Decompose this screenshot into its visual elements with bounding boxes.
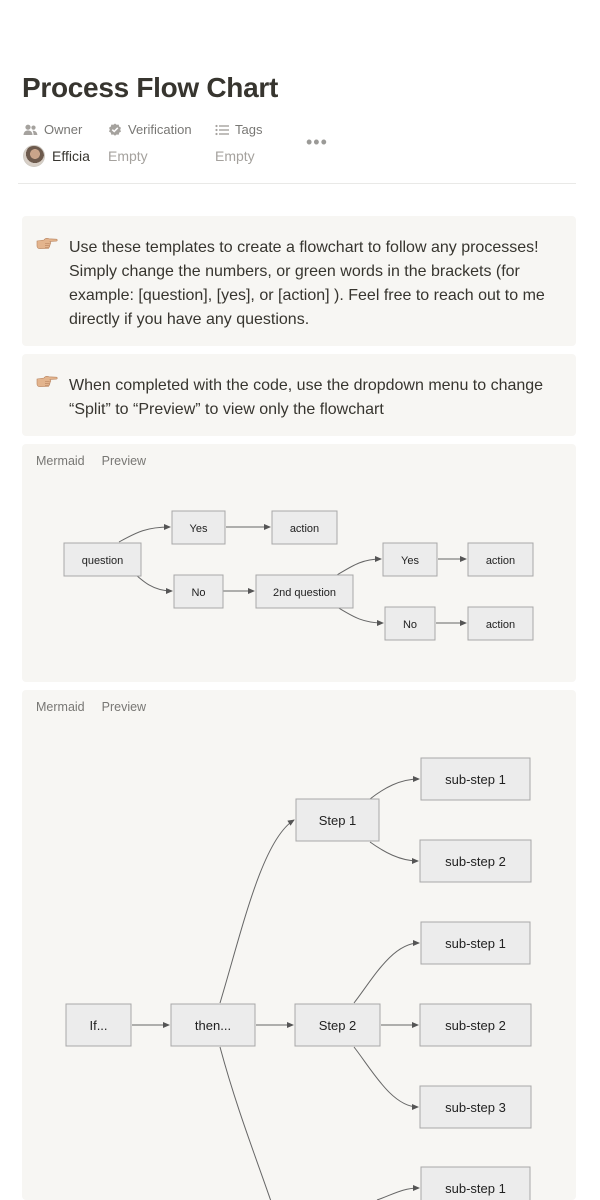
- svg-text:sub-step 1: sub-step 1: [445, 772, 506, 787]
- flowchart-node: No: [384, 606, 436, 641]
- flowchart-2: If... then... Step 1 sub-step 1 sub-step…: [65, 757, 532, 1200]
- tags-label: Tags: [235, 122, 263, 137]
- flowchart-node: action: [271, 510, 338, 545]
- verification-value[interactable]: Empty: [108, 148, 148, 164]
- callout-instructions: Use these templates to create a flowchar…: [22, 216, 576, 346]
- code-view-tabs: Mermaid Preview: [36, 454, 146, 468]
- svg-text:No: No: [191, 587, 205, 599]
- callout-text: When completed with the code, use the dr…: [69, 377, 544, 418]
- mermaid-diagram-1[interactable]: Mermaid Preview question Yes action: [22, 444, 576, 682]
- svg-text:2nd question: 2nd question: [273, 587, 336, 599]
- tab-mermaid[interactable]: Mermaid: [36, 700, 85, 714]
- svg-text:If...: If...: [89, 1018, 107, 1033]
- divider: [18, 183, 576, 184]
- svg-text:Step 1: Step 1: [319, 813, 357, 828]
- tab-preview[interactable]: Preview: [101, 454, 147, 468]
- flowchart-node: then...: [170, 1003, 256, 1047]
- flowchart-node: sub-step 3: [419, 1085, 532, 1129]
- flowchart-node: sub-step 1: [420, 757, 531, 801]
- property-owner[interactable]: Owner: [23, 122, 82, 137]
- property-verification[interactable]: Verification: [108, 122, 192, 137]
- flowchart-node: Step 2: [294, 1003, 381, 1047]
- svg-text:sub-step 3: sub-step 3: [445, 1100, 506, 1115]
- flowchart-node: action: [467, 606, 534, 641]
- avatar: [23, 145, 45, 167]
- mermaid-diagram-2[interactable]: Mermaid Preview If... then... Step 1: [22, 690, 576, 1200]
- flowchart-node: sub-step 2: [419, 1003, 532, 1047]
- owner-value[interactable]: Efficia: [23, 145, 90, 167]
- code-view-tabs: Mermaid Preview: [36, 700, 146, 714]
- flowchart-node: Yes: [382, 542, 438, 577]
- flowchart-node: question: [63, 542, 142, 577]
- pointing-hand-icon: [36, 376, 58, 387]
- flowchart-node: No: [173, 574, 224, 609]
- svg-text:question: question: [82, 555, 124, 567]
- flowchart-1: question Yes action No 2nd question Yes …: [63, 510, 534, 641]
- tab-mermaid[interactable]: Mermaid: [36, 454, 85, 468]
- svg-text:Step 2: Step 2: [319, 1018, 357, 1033]
- pointing-hand-icon: [36, 238, 58, 249]
- svg-text:sub-step 2: sub-step 2: [445, 1018, 506, 1033]
- verification-label: Verification: [128, 122, 192, 137]
- verified-badge-icon: [109, 123, 121, 136]
- svg-text:sub-step 1: sub-step 1: [445, 1181, 506, 1196]
- svg-text:then...: then...: [195, 1018, 231, 1033]
- svg-text:action: action: [486, 555, 515, 567]
- svg-text:sub-step 2: sub-step 2: [445, 854, 506, 869]
- flowchart-node: 2nd question: [255, 574, 354, 609]
- property-tags[interactable]: Tags: [215, 122, 262, 137]
- more-properties-button[interactable]: •••: [306, 132, 328, 152]
- tags-value[interactable]: Empty: [215, 148, 255, 164]
- flowchart-node: action: [467, 542, 534, 577]
- list-icon: [215, 124, 229, 135]
- svg-text:No: No: [403, 619, 417, 631]
- flowchart-node: If...: [65, 1003, 132, 1047]
- callout-preview-hint: When completed with the code, use the dr…: [22, 354, 576, 436]
- svg-text:action: action: [486, 619, 515, 631]
- flowchart-node: Yes: [171, 510, 226, 545]
- svg-text:action: action: [290, 523, 319, 535]
- flowchart-node: sub-step 1: [420, 921, 531, 965]
- svg-text:sub-step 1: sub-step 1: [445, 936, 506, 951]
- tab-preview[interactable]: Preview: [101, 700, 147, 714]
- svg-text:Yes: Yes: [190, 523, 208, 535]
- flowchart-node: sub-step 2: [419, 839, 532, 883]
- svg-text:Yes: Yes: [401, 555, 419, 567]
- flowchart-node: Step 1: [295, 798, 380, 842]
- owner-name: Efficia: [52, 148, 90, 164]
- people-icon: [23, 124, 38, 135]
- callout-text: Use these templates to create a flowchar…: [69, 239, 545, 328]
- page-title: Process Flow Chart: [22, 72, 279, 103]
- flowchart-node: sub-step 1: [420, 1166, 531, 1200]
- owner-label: Owner: [44, 122, 83, 137]
